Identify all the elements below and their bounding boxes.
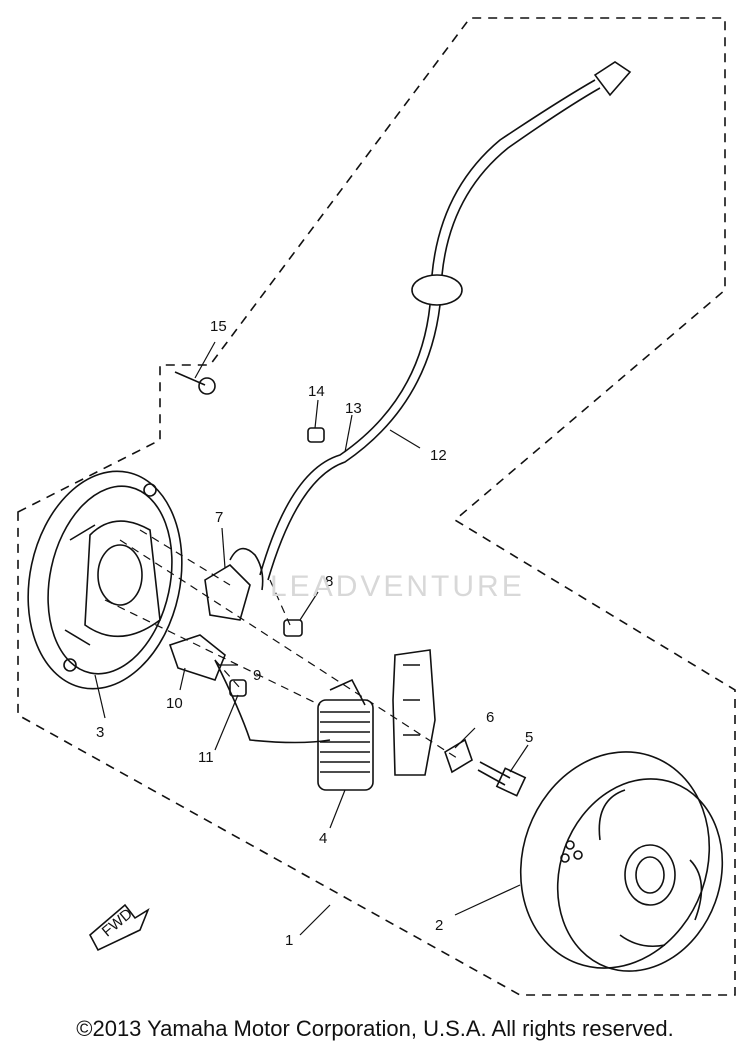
part-number-12: 12 xyxy=(430,447,447,464)
screw-8 xyxy=(283,619,303,637)
watermark: LEADVENTURE xyxy=(270,570,525,603)
part-number-13: 13 xyxy=(345,400,362,417)
wire-harness xyxy=(259,61,632,581)
clamp-14 xyxy=(307,427,325,443)
part-number-2: 2 xyxy=(435,917,443,934)
copyright-notice: ©2013 Yamaha Motor Corporation, U.S.A. A… xyxy=(76,1016,674,1041)
part-number-8: 8 xyxy=(325,573,333,590)
connector-block xyxy=(392,649,436,776)
leader-lines xyxy=(94,341,529,936)
part-number-14: 14 xyxy=(308,383,325,400)
bolt-15 xyxy=(174,371,216,395)
part-number-15: 15 xyxy=(210,318,227,335)
part-number-6: 6 xyxy=(486,709,494,726)
contact-breaker xyxy=(204,547,264,621)
part-number-4: 4 xyxy=(319,830,327,847)
rotor-flywheel xyxy=(519,751,724,972)
screw-11 xyxy=(229,679,247,697)
condenser xyxy=(168,634,331,744)
part-number-10: 10 xyxy=(166,695,183,712)
part-number-9: 9 xyxy=(253,667,261,684)
assembly-outline xyxy=(17,17,736,996)
part-number-5: 5 xyxy=(525,729,533,746)
stator-base-plate xyxy=(27,470,183,690)
fwd-arrow xyxy=(88,903,150,952)
part-number-3: 3 xyxy=(96,724,104,741)
lighting-coil xyxy=(317,678,374,791)
part-number-labels: 1 2 3 4 5 6 7 8 9 10 11 12 13 14 15 FWD xyxy=(96,318,533,949)
alignment-lines xyxy=(104,529,461,761)
part-number-7: 7 xyxy=(215,509,223,526)
part-number-11: 11 xyxy=(198,749,214,766)
bolt xyxy=(477,761,527,797)
part-number-1: 1 xyxy=(285,932,293,949)
